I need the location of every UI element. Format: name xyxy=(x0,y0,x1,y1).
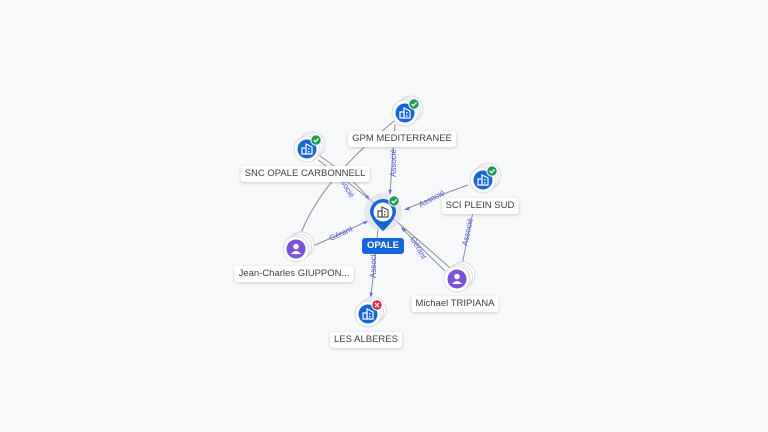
edge-arrowhead xyxy=(404,206,410,211)
closed-badge-icon xyxy=(371,299,383,311)
edge-label: Gérant xyxy=(408,235,428,261)
building-icon xyxy=(399,107,411,119)
edge-label: Associé xyxy=(460,217,475,247)
node-label-alberes[interactable]: LES ALBERES xyxy=(330,332,402,348)
edge-label: Associé xyxy=(369,249,378,278)
node-alberes[interactable] xyxy=(354,296,387,328)
edge-michael: Gérant xyxy=(400,226,446,272)
edge-arrowhead xyxy=(369,292,374,298)
building-icon xyxy=(301,143,313,155)
check-badge-icon xyxy=(408,98,420,110)
node-label-jc[interactable]: Jean-Charles GIUPPON... xyxy=(234,266,354,282)
edge-arrowhead xyxy=(400,226,406,232)
check-badge-icon xyxy=(388,195,400,207)
node-label-snc[interactable]: SNC OPALE CARBONNELL xyxy=(240,166,370,182)
edge-label: Gérant xyxy=(328,224,355,243)
edge-label: Associé xyxy=(389,148,398,177)
node-sci[interactable] xyxy=(469,162,502,194)
building-icon xyxy=(377,206,389,218)
check-badge-icon xyxy=(310,134,322,146)
person-icon xyxy=(452,273,462,284)
node-label-michael[interactable]: Michael TRIPIANA xyxy=(411,296,499,312)
check-badge-icon xyxy=(486,165,498,177)
node-gpm[interactable] xyxy=(391,95,424,127)
node-michael[interactable] xyxy=(443,261,476,293)
node-snc[interactable] xyxy=(293,131,326,163)
nodes-layer xyxy=(282,95,502,328)
person-icon xyxy=(291,243,301,254)
building-icon xyxy=(477,174,489,186)
node-label-gpm[interactable]: GPM MEDITERRANEE xyxy=(348,131,456,147)
node-label-opale[interactable]: OPALE xyxy=(361,238,405,254)
edge-line xyxy=(370,227,379,297)
node-opale[interactable] xyxy=(364,193,402,231)
node-jc[interactable] xyxy=(282,231,315,263)
node-core xyxy=(373,202,393,222)
node-label-sci[interactable]: SCI PLEIN SUD xyxy=(441,198,519,214)
edge-line xyxy=(405,184,469,210)
edge-line xyxy=(401,227,446,272)
edge-arrowhead xyxy=(388,189,392,195)
building-icon xyxy=(362,308,374,320)
edge-alberes: Associé xyxy=(369,227,379,298)
edge-line xyxy=(312,220,368,247)
edge-jc: Gérant xyxy=(312,220,369,247)
